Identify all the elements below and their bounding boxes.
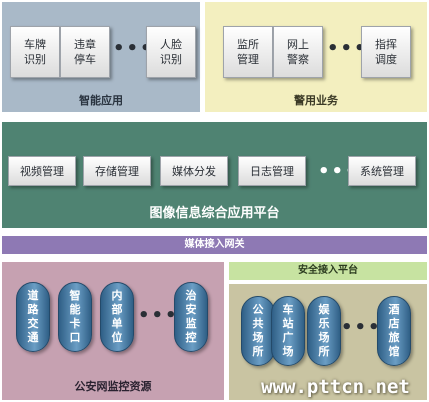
command-dispatch-box: 指挥调度 <box>361 26 411 78</box>
plate-recognition-box: 车牌识别 <box>10 26 60 78</box>
storage-management-box: 存储管理 <box>83 156 151 186</box>
internal-units-pill: 内部单位 <box>100 282 134 352</box>
video-management-box: 视频管理 <box>8 156 76 186</box>
public-places-pill: 公共场所 <box>241 296 275 366</box>
platform-ellipsis: ••• <box>318 161 359 182</box>
police-services-panel: 监所管理 网上警察 ••• 指挥调度 警用业务 <box>205 2 427 112</box>
station-square-pill: 车站广场 <box>271 296 305 366</box>
detention-management-box: 监所管理 <box>223 26 273 78</box>
police-services-ellipsis: ••• <box>327 38 368 59</box>
surveillance-title: 公安网监控资源 <box>74 380 152 393</box>
illegal-parking-box: 违章停车 <box>60 26 110 78</box>
smart-apps-panel: 车牌识别 违章停车 ••• 人脸识别 智能应用 <box>2 2 200 112</box>
police-services-title: 警用业务 <box>294 94 338 107</box>
surveillance-ellipsis: ••• <box>138 305 179 326</box>
sites-ellipsis: ••• <box>341 317 382 338</box>
log-management-box: 日志管理 <box>238 156 306 186</box>
face-recognition-box: 人脸识别 <box>146 26 196 78</box>
road-traffic-pill: 道路交通 <box>16 282 50 352</box>
smart-apps-title: 智能应用 <box>79 94 123 107</box>
media-distribution-box: 媒体分发 <box>160 156 228 186</box>
entertainment-venues-pill: 娱乐场所 <box>307 296 341 366</box>
media-gateway-bar: 媒体接入网关 <box>2 236 427 254</box>
public-sites-panel: 公共场所 车站广场 娱乐场所 ••• 酒店旅馆 <box>229 284 427 400</box>
hotels-pill: 酒店旅馆 <box>377 296 411 366</box>
smart-apps-ellipsis: ••• <box>113 38 154 59</box>
system-management-box: 系统管理 <box>348 156 416 186</box>
image-info-platform-panel: 视频管理 存储管理 媒体分发 日志管理 ••• 系统管理 图像信息综合应用平台 <box>2 122 427 228</box>
site-watermark: www.pttcn.net <box>261 376 410 398</box>
platform-title: 图像信息综合应用平台 <box>149 206 280 221</box>
public-security-monitoring-pill: 治安监控 <box>174 282 208 352</box>
security-access-bar: 安全接入平台 <box>229 262 427 280</box>
online-police-box: 网上警察 <box>273 26 323 78</box>
smart-checkpoint-pill: 智能卡口 <box>58 282 92 352</box>
surveillance-resources-panel: 道路交通 智能卡口 内部单位 ••• 治安监控 公安网监控资源 <box>2 262 224 400</box>
